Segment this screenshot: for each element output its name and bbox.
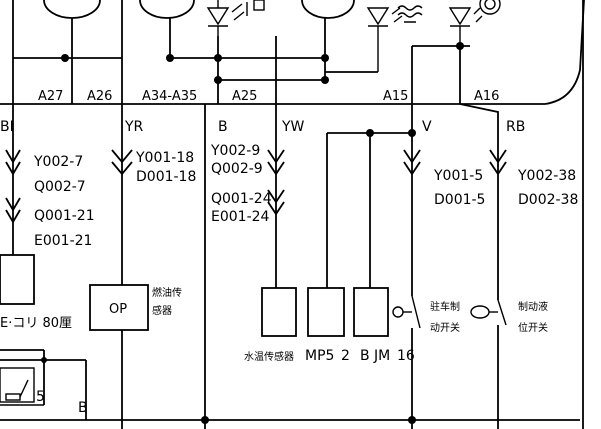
indicator-led-1	[206, 0, 265, 36]
brake-fluid-switch-label-2: 位开关	[518, 321, 548, 334]
mp5-extra: 2	[341, 348, 350, 364]
gauge-2	[139, 0, 195, 19]
gauge-3	[301, 0, 355, 19]
wire-label-b: B	[218, 119, 228, 135]
brake-fluid-switch-label-1: 制动液	[518, 300, 548, 313]
mp5-sensor-box	[307, 287, 345, 337]
code-bi-2: Q002-7	[34, 179, 86, 195]
wire-label-rb: RB	[506, 119, 525, 135]
connector-chevron-icon	[5, 149, 507, 224]
instrument-panel-outline	[0, 0, 585, 105]
code-bi-3: Q001-21	[34, 208, 95, 224]
code-yr-1: Y001-18	[135, 150, 194, 166]
indicator-led-3	[448, 0, 501, 46]
code-yr-2: D001-18	[136, 169, 196, 185]
connector-label-a27: A27	[38, 89, 63, 104]
code-v-1: Y001-5	[433, 168, 483, 184]
code-yw-2: Q002-9	[211, 161, 263, 177]
left-sensor-label: E·コリ 80厘	[0, 316, 72, 331]
parking-brake-switch-icon	[392, 295, 421, 329]
code-v-2: D001-5	[434, 192, 485, 208]
wire-label-b-bottom: B	[78, 400, 88, 416]
bjm-sensor-box	[353, 287, 389, 337]
resistor-block	[0, 349, 87, 420]
wire-label-bi: BI	[0, 119, 14, 135]
code-rb-1: Y002-38	[517, 168, 576, 184]
oil-pressure-sensor-box	[89, 284, 149, 331]
water-temp-sensor-box	[261, 287, 297, 337]
wire-label-yw: YW	[281, 119, 305, 135]
water-temp-sensor-label: 水温传感器	[244, 350, 294, 363]
resistor-icon	[5, 393, 21, 401]
connector-label-a25: A25	[232, 89, 257, 104]
code-yw-4: E001-24	[211, 209, 270, 225]
connector-label-a26: A26	[87, 89, 112, 104]
brake-warning-icon	[479, 0, 501, 15]
oil-pressure-sensor-label: OP	[109, 302, 127, 317]
oil-pressure-sensor-desc-1: 燃油传	[152, 286, 182, 299]
oil-pressure-sensor-desc-2: 感器	[152, 304, 172, 317]
indicator-led-2	[366, 5, 423, 72]
parking-brake-switch-label-1: 驻车制	[430, 300, 460, 313]
water-symbol-icon	[397, 5, 423, 23]
connector-label-a15: A15	[383, 89, 408, 104]
code-yw-3: Q001-24	[211, 191, 272, 207]
code-yw-1: Y002-9	[210, 143, 260, 159]
code-bi-1: Y002-7	[33, 154, 83, 170]
brake-fluid-switch-icon	[470, 299, 507, 326]
wire-label-v: V	[422, 119, 432, 135]
parking-brake-switch-label-2: 动开关	[430, 321, 460, 334]
code-bi-4: E001-21	[34, 233, 92, 249]
connector-label-a16: A16	[474, 89, 499, 104]
mp5-label: MP5	[305, 348, 334, 364]
connector-label-a34-a35: A34-A35	[142, 89, 197, 104]
bjm-extra: 16	[397, 348, 415, 364]
gauge-1	[43, 0, 101, 19]
bjm-label: B JM	[360, 348, 390, 364]
left-sensor-box	[0, 254, 35, 305]
wire-label-yr: YR	[124, 119, 144, 135]
code-rb-2: D002-38	[518, 192, 578, 208]
resistor-label: 5	[36, 389, 45, 405]
